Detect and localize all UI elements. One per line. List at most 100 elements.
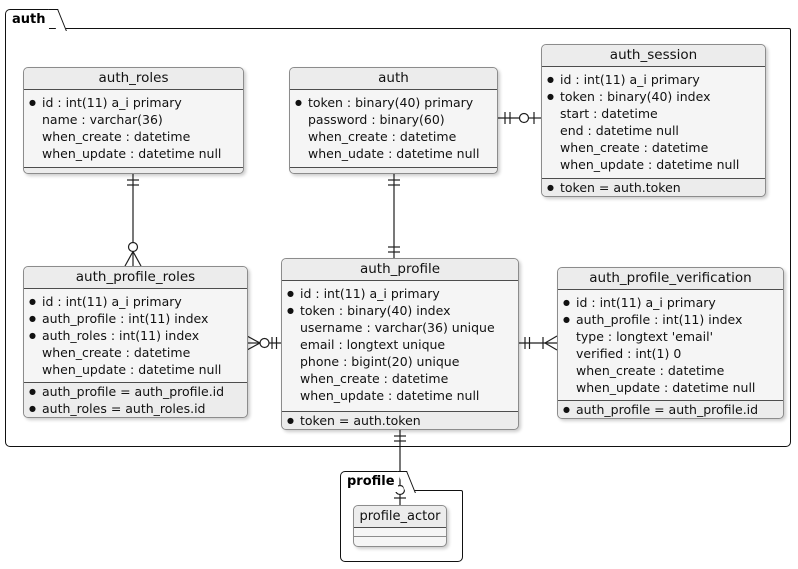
key-bullet-icon bbox=[563, 400, 576, 419]
entity-footer: token = auth.token bbox=[282, 411, 518, 429]
entity-row: id : int(11) a_i primary bbox=[29, 293, 241, 310]
entity-footer bbox=[290, 167, 497, 173]
entity-row: token = auth.token bbox=[287, 412, 512, 429]
entity-row: when_create : datetime bbox=[287, 370, 512, 387]
entity-row: auth_roles : int(11) index bbox=[29, 327, 241, 344]
rel-auth_profile-auth_profile_verification bbox=[519, 335, 558, 351]
entity-row: auth_profile = auth_profile.id bbox=[563, 401, 777, 418]
entity-row-text: auth_roles = auth_roles.id bbox=[42, 401, 206, 416]
auth-package-body bbox=[5, 28, 791, 447]
entity-row: when_create : datetime bbox=[547, 139, 759, 156]
entity-row: when_update : datetime null bbox=[29, 361, 241, 378]
zero-marker bbox=[518, 112, 530, 124]
entity-row-text: token : binary(40) index bbox=[300, 303, 451, 318]
entity-row-text: when_create : datetime bbox=[576, 363, 725, 378]
entity-title: auth_session bbox=[542, 45, 765, 67]
entity-row-text: token = auth.token bbox=[560, 180, 681, 195]
entity-profile_actor: profile_actor bbox=[353, 505, 447, 547]
entity-row-text: auth_profile : int(11) index bbox=[42, 311, 209, 326]
entity-row-text: auth_profile = auth_profile.id bbox=[576, 402, 759, 417]
entity-row: when_create : datetime bbox=[29, 128, 237, 145]
entity-row: when_update : datetime null bbox=[563, 379, 777, 396]
entity-row-text: email : longtext unique bbox=[300, 337, 446, 352]
entity-row: type : longtext 'email' bbox=[563, 328, 777, 345]
entity-title: auth_profile_verification bbox=[558, 268, 783, 290]
entity-rows: id : int(11) a_i primary token : binary(… bbox=[542, 67, 765, 178]
key-bullet-icon bbox=[547, 155, 560, 174]
zero-marker bbox=[127, 241, 139, 253]
entity-row: when_create : datetime bbox=[29, 344, 241, 361]
entity-footer: auth_profile = auth_profile.id bbox=[558, 400, 783, 418]
entity-row-text: phone : bigint(20) unique bbox=[300, 354, 460, 369]
entity-title: auth bbox=[290, 68, 497, 90]
entity-title: profile_actor bbox=[354, 506, 446, 528]
entity-auth_profile_verification: auth_profile_verification id : int(11) a… bbox=[557, 267, 784, 419]
crow-foot bbox=[544, 342, 558, 351]
entity-row-text: type : longtext 'email' bbox=[576, 329, 714, 344]
entity-row-text: when_update : datetime null bbox=[42, 146, 222, 161]
entity-row: when_update : datetime null bbox=[29, 145, 237, 162]
entity-row-text: when_update : datetime null bbox=[300, 388, 480, 403]
key-bullet-icon bbox=[547, 178, 560, 197]
entity-row: id : int(11) a_i primary bbox=[547, 71, 759, 88]
rel-auth-auth_session bbox=[498, 112, 541, 124]
entity-row: auth_roles = auth_roles.id bbox=[29, 400, 241, 417]
entity-title: auth_profile bbox=[282, 259, 518, 281]
entity-row: end : datetime null bbox=[547, 122, 759, 139]
entity-row: token = auth.token bbox=[547, 179, 759, 196]
entity-row-text: when_create : datetime bbox=[560, 140, 709, 155]
entity-row-text: id : int(11) a_i primary bbox=[42, 294, 182, 309]
entity-row: auth_profile = auth_profile.id bbox=[29, 383, 241, 400]
entity-row: verified : int(1) 0 bbox=[563, 345, 777, 362]
entity-rows: id : int(11) a_i primary name : varchar(… bbox=[24, 90, 243, 167]
entity-row-text: auth_profile : int(11) index bbox=[576, 312, 743, 327]
entity-row-text: when_update : datetime null bbox=[576, 380, 756, 395]
entity-row: when_update : datetime null bbox=[287, 387, 512, 404]
entity-row-text: id : int(11) a_i primary bbox=[560, 72, 700, 87]
entity-auth_roles: auth_roles id : int(11) a_i primary name… bbox=[23, 67, 244, 174]
entity-row: id : int(11) a_i primary bbox=[287, 285, 512, 302]
entity-row-text: token = auth.token bbox=[300, 413, 421, 428]
auth-package-label: auth bbox=[12, 12, 46, 27]
empty-compartment bbox=[354, 536, 446, 545]
entity-row-text: when_create : datetime bbox=[308, 129, 457, 144]
profile-package-tab: profile bbox=[340, 471, 398, 492]
entity-row-text: when_udate : datetime null bbox=[308, 146, 480, 161]
rel-auth_profile-profile_actor bbox=[394, 430, 406, 505]
entity-row: token : binary(40) index bbox=[287, 302, 512, 319]
entity-row-text: password : binary(60) bbox=[308, 112, 445, 127]
entity-row: token : binary(40) index bbox=[547, 88, 759, 105]
entity-row-text: id : int(11) a_i primary bbox=[42, 95, 182, 110]
entity-rows: token : binary(40) primary password : bi… bbox=[290, 90, 497, 167]
entity-footer: auth_profile = auth_profile.id auth_role… bbox=[24, 382, 247, 417]
entity-title: auth_profile_roles bbox=[24, 267, 247, 289]
entity-row: username : varchar(36) unique bbox=[287, 319, 512, 336]
key-bullet-icon bbox=[29, 144, 42, 163]
crow-foot bbox=[124, 251, 134, 267]
rel-auth_profile_roles-auth_profile bbox=[246, 335, 281, 351]
entity-row-text: when_update : datetime null bbox=[560, 157, 740, 172]
entity-footer bbox=[24, 167, 243, 173]
entity-auth_profile: auth_profile id : int(11) a_i primary to… bbox=[281, 258, 519, 430]
entity-row: password : binary(60) bbox=[295, 111, 491, 128]
auth-package-tab: auth bbox=[5, 9, 49, 30]
crow-foot bbox=[246, 342, 261, 351]
key-bullet-icon bbox=[287, 386, 300, 405]
entity-row: when_create : datetime bbox=[563, 362, 777, 379]
entity-row-text: when_create : datetime bbox=[300, 371, 449, 386]
key-bullet-icon bbox=[295, 144, 308, 163]
entity-row-text: end : datetime null bbox=[560, 123, 679, 138]
crow-foot bbox=[132, 251, 142, 267]
empty-compartment bbox=[354, 528, 446, 536]
entity-row-text: verified : int(1) 0 bbox=[576, 346, 682, 361]
entity-row: start : datetime bbox=[547, 105, 759, 122]
entity-row: id : int(11) a_i primary bbox=[563, 294, 777, 311]
crow-foot bbox=[246, 335, 261, 344]
key-bullet-icon bbox=[29, 360, 42, 379]
entity-row-text: when_create : datetime bbox=[42, 345, 191, 360]
entity-row-text: token : binary(40) primary bbox=[308, 95, 474, 110]
entity-row-text: username : varchar(36) unique bbox=[300, 320, 495, 335]
entity-row-text: start : datetime bbox=[560, 106, 658, 121]
